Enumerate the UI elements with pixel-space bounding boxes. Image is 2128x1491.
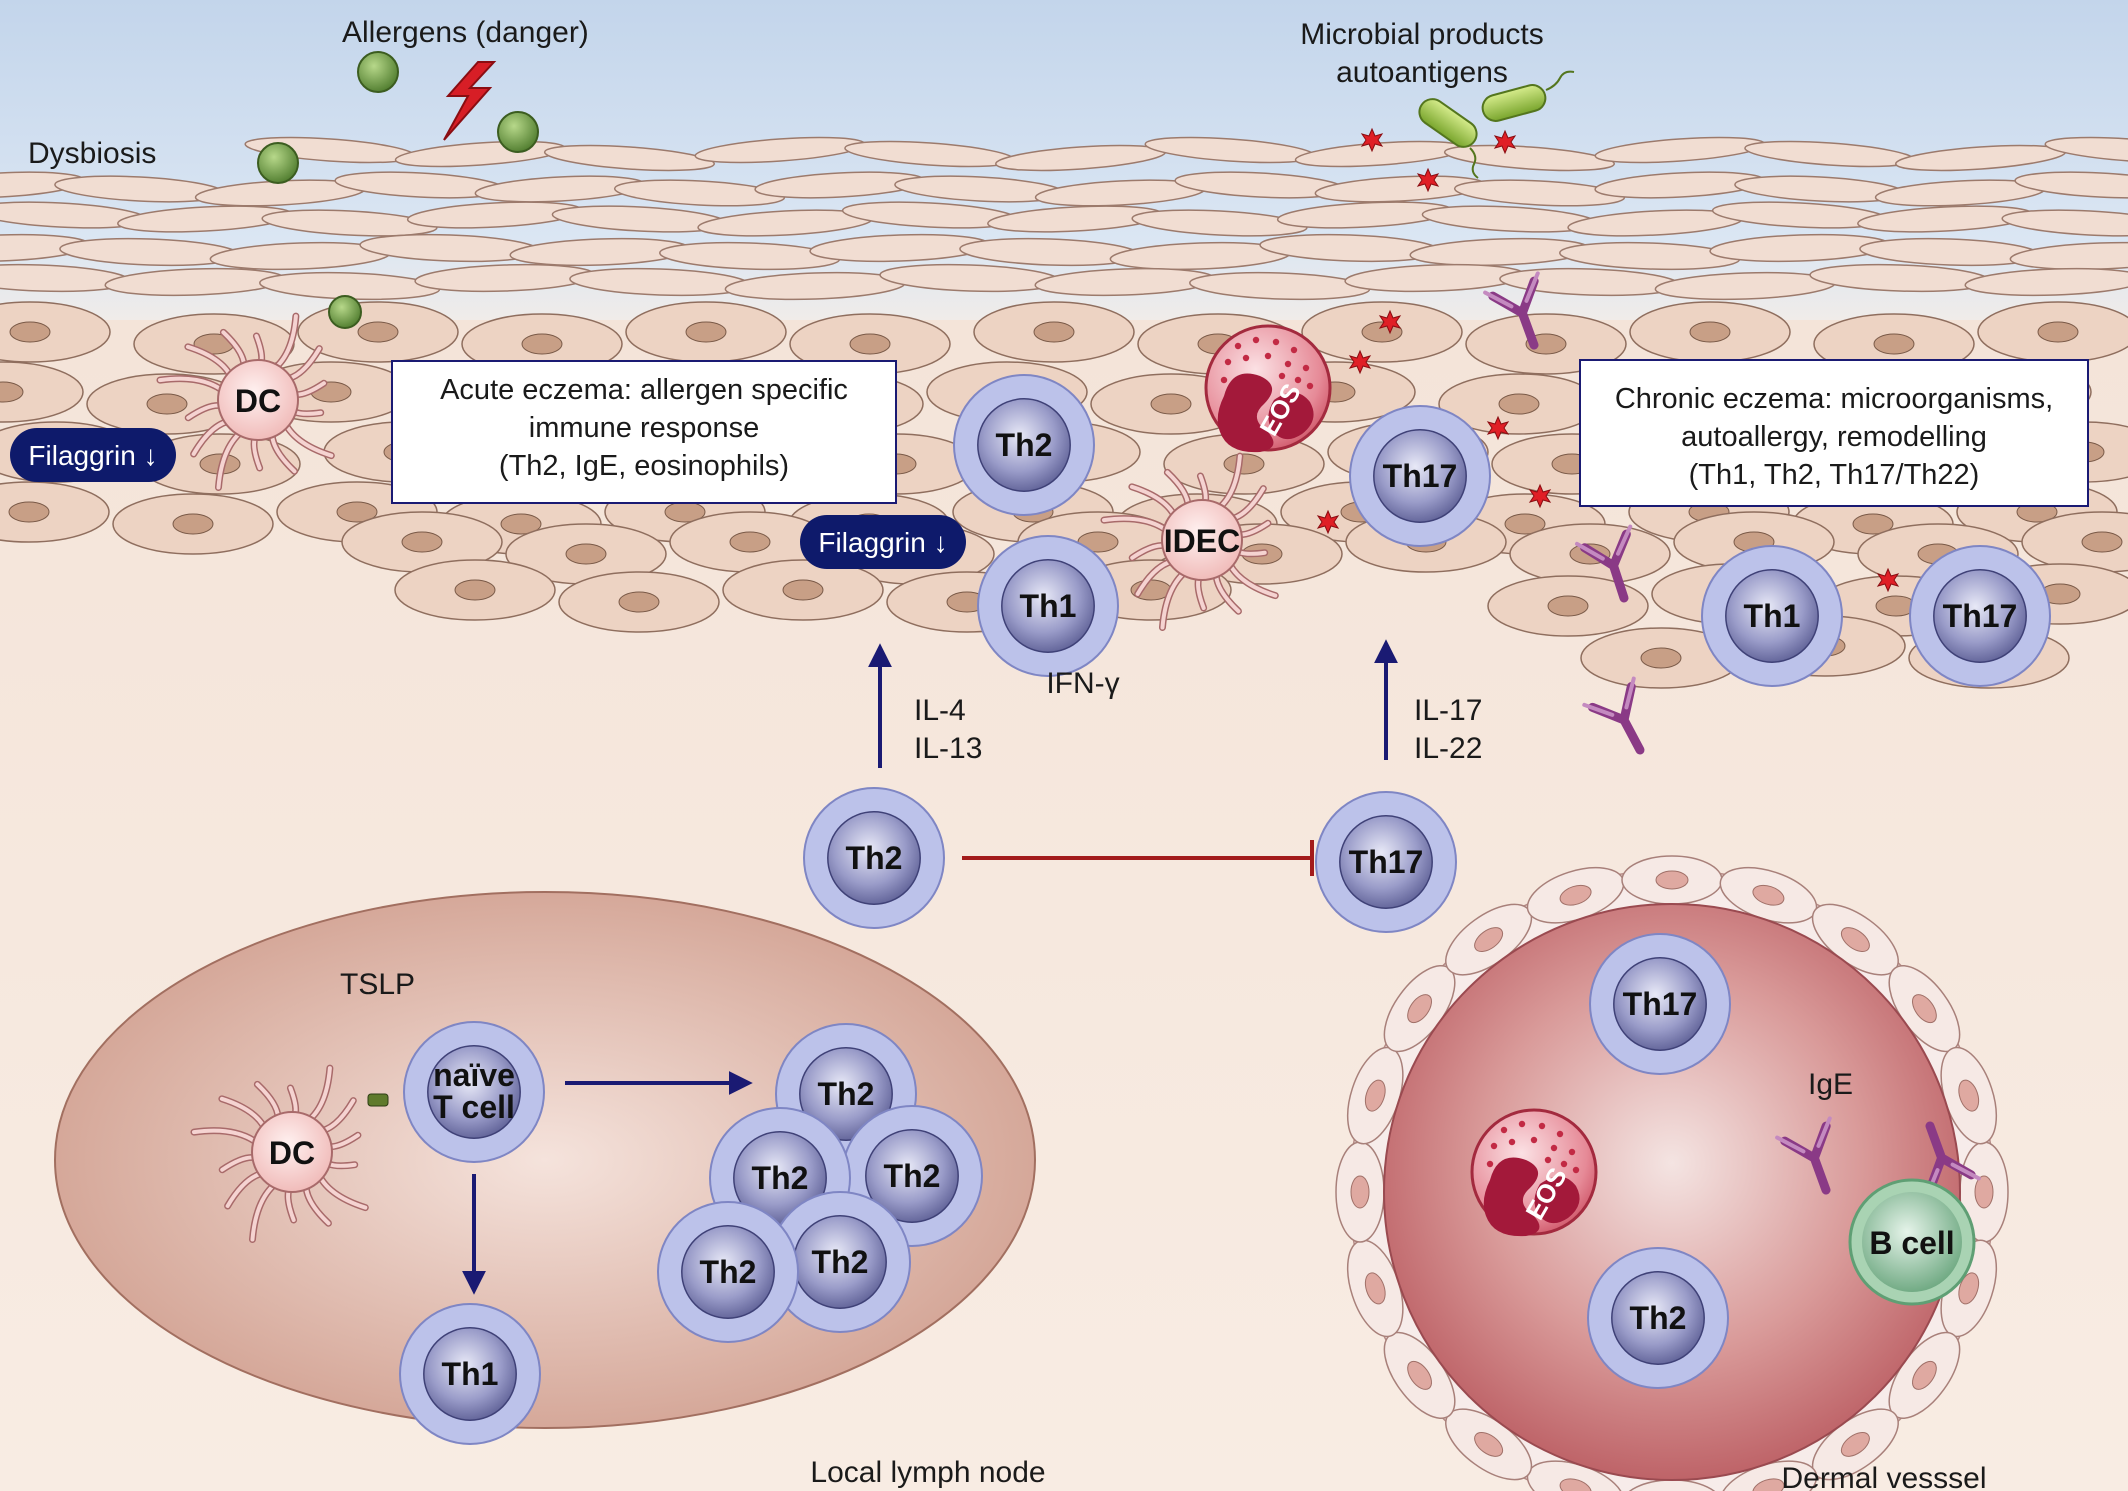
dermal-vessel: EOS bbox=[1335, 855, 2009, 1491]
naive-t-cell-label-line2: T cell bbox=[433, 1089, 515, 1125]
chronic-box-line1: Chronic eczema: microorganisms, bbox=[1615, 383, 2053, 415]
th2-cell-vessel-label: Th2 bbox=[1630, 1300, 1687, 1336]
dc-label: IDEC bbox=[1164, 523, 1240, 559]
allergen-particles bbox=[257, 51, 539, 329]
th1-cell-skin-label: Th1 bbox=[1020, 588, 1077, 624]
acute-box-line1: Acute eczema: allergen specific bbox=[440, 374, 848, 406]
ifn-gamma-label: IFN-γ bbox=[1046, 667, 1119, 700]
th17-cell-skin-label: Th17 bbox=[1383, 458, 1458, 494]
th2-cell-cluster-2-label: Th2 bbox=[752, 1160, 809, 1196]
ige-label: IgE bbox=[1808, 1068, 1853, 1101]
il22-label: IL-22 bbox=[1414, 732, 1482, 765]
naive-t-cell-label-line1: naïve bbox=[433, 1057, 515, 1093]
filaggrin-badge-left: Filaggrin ↓ bbox=[10, 428, 176, 482]
th17-cell-chronic-label: Th17 bbox=[1943, 598, 2018, 634]
th1-cell-lymph-node-label: Th1 bbox=[442, 1356, 499, 1392]
eosinophil-vessel: EOS bbox=[1470, 1108, 1598, 1237]
th2-cell-cluster-1-label: Th2 bbox=[818, 1076, 875, 1112]
chronic-box-line3: (Th1, Th2, Th17/Th22) bbox=[1689, 459, 1980, 491]
acute-eczema-box: Acute eczema: allergen specific immune r… bbox=[391, 360, 897, 504]
lymph-node-label: Local lymph node bbox=[810, 1456, 1045, 1489]
allergens-label: Allergens (danger) bbox=[342, 16, 589, 49]
th17-cell-skin: Th17 bbox=[1349, 405, 1491, 547]
th17-cell-migrating: Th17 bbox=[1315, 791, 1457, 933]
b-cell: B cell bbox=[1848, 1178, 1976, 1306]
th2-cell-cluster-4-label: Th2 bbox=[700, 1254, 757, 1290]
antigen-fragment-icon bbox=[367, 1093, 389, 1107]
th2-cell-cluster-5: Th2 bbox=[769, 1191, 911, 1333]
dermal-vessel-label: Dermal vesssel bbox=[1781, 1462, 1986, 1491]
th2-cell-cluster-3-label: Th2 bbox=[884, 1158, 941, 1194]
eosinophil-skin: EOS bbox=[1204, 324, 1332, 453]
th2-cell-migrating: Th2 bbox=[803, 787, 945, 929]
th17-cell-vessel-label: Th17 bbox=[1623, 986, 1698, 1022]
chronic-box-line2: autoallergy, remodelling bbox=[1681, 421, 1987, 453]
il17-label: IL-17 bbox=[1414, 694, 1482, 727]
dendritic-cell-lymph-node: DC bbox=[190, 1064, 369, 1243]
th2-cell-cluster-5-label: Th2 bbox=[812, 1244, 869, 1280]
il4-label: IL-4 bbox=[914, 694, 966, 727]
dendritic-cell-skin: DC bbox=[156, 312, 335, 491]
acute-box-line3: (Th2, IgE, eosinophils) bbox=[499, 450, 789, 482]
dc-label: DC bbox=[269, 1135, 315, 1171]
th17-cell-migrating-label: Th17 bbox=[1349, 844, 1424, 880]
il13-label: IL-13 bbox=[914, 732, 982, 765]
bacteria-icon bbox=[1418, 70, 1575, 179]
filaggrin-badge-mid: Filaggrin ↓ bbox=[800, 515, 966, 569]
th2-cell-migrating-label: Th2 bbox=[846, 840, 903, 876]
th2-cell-skin-label: Th2 bbox=[996, 427, 1053, 463]
tslp-label: TSLP bbox=[340, 968, 415, 1001]
th2-cell-cluster-4: Th2 bbox=[657, 1201, 799, 1343]
dysbiosis-label: Dysbiosis bbox=[28, 137, 156, 170]
svg-text:Filaggrin ↓: Filaggrin ↓ bbox=[28, 440, 157, 471]
arrows bbox=[462, 639, 1398, 1295]
th1-cell-chronic-label: Th1 bbox=[1744, 598, 1801, 634]
th2-cell-vessel: Th2 bbox=[1587, 1247, 1729, 1389]
idec-cell: IDEC bbox=[1100, 452, 1279, 631]
dc-label: DC bbox=[235, 383, 281, 419]
th1-cell-lymph-node: Th1 bbox=[399, 1303, 541, 1445]
b-cell-label: B cell bbox=[1869, 1225, 1954, 1261]
chronic-eczema-box: Chronic eczema: microorganisms, autoalle… bbox=[1579, 359, 2089, 507]
microbial-label-line1: Microbial products bbox=[1300, 18, 1543, 51]
th1-cell-chronic: Th1 bbox=[1701, 545, 1843, 687]
svg-text:Filaggrin ↓: Filaggrin ↓ bbox=[818, 527, 947, 558]
stratum-corneum bbox=[0, 136, 2128, 301]
acute-box-line2: immune response bbox=[529, 412, 760, 444]
danger-lightning-icon bbox=[443, 61, 497, 141]
th1-cell-skin: Th1 bbox=[977, 535, 1119, 677]
microbial-label-line2: autoantigens bbox=[1336, 56, 1508, 89]
th2-cell-skin: Th2 bbox=[953, 374, 1095, 516]
th17-cell-chronic: Th17 bbox=[1909, 545, 2051, 687]
th17-cell-vessel: Th17 bbox=[1589, 933, 1731, 1075]
